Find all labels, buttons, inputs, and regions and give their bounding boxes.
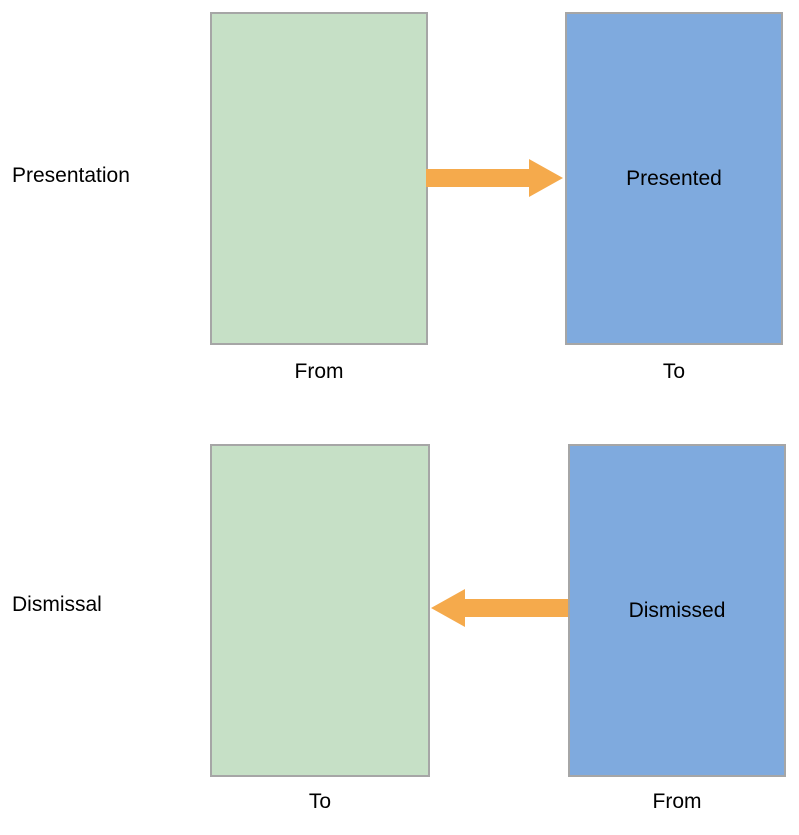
presentation-to-caption: To xyxy=(662,360,686,383)
dismissal-arrow-left-icon xyxy=(431,589,568,627)
presentation-to-box[interactable]: Presented xyxy=(565,12,783,345)
presentation-from-caption: From xyxy=(294,360,344,383)
dismissal-to-caption: To xyxy=(308,790,332,813)
presentation-to-box-label: Presented xyxy=(626,166,722,190)
dismissal-from-box-label: Dismissed xyxy=(628,598,726,622)
row-label-dismissal: Dismissal xyxy=(12,593,102,616)
diagram-row-dismissal: Dismissal To Dismissed From xyxy=(0,420,799,835)
dismissal-from-box[interactable]: Dismissed xyxy=(568,444,786,777)
diagram-row-presentation: Presentation From Presented To xyxy=(12,12,783,383)
row-label-presentation: Presentation xyxy=(12,164,130,187)
presentation-from-box[interactable] xyxy=(210,12,428,345)
dismissal-from-caption: From xyxy=(652,790,702,813)
presentation-arrow-right-icon xyxy=(426,159,563,197)
dismissal-to-box[interactable] xyxy=(210,444,430,777)
